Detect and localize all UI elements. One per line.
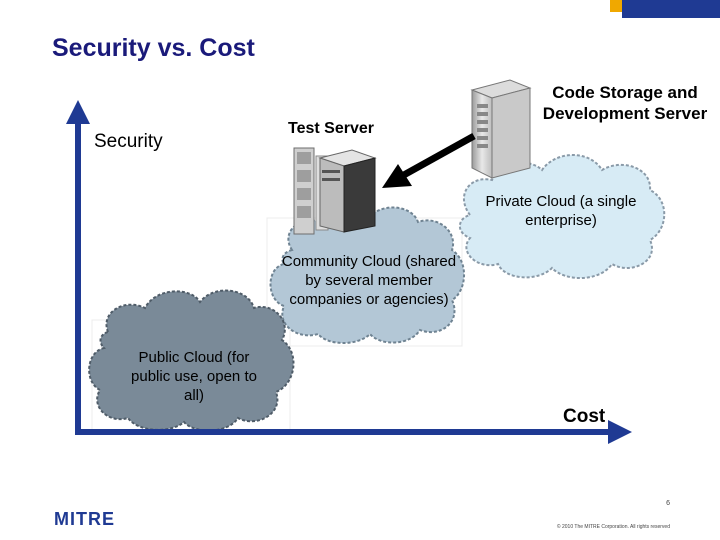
y-axis-arrowhead — [66, 100, 90, 124]
test-server-icon — [293, 147, 377, 235]
x-axis-arrowhead — [608, 420, 632, 444]
deployment-arrow — [382, 132, 476, 188]
code-storage-label: Code Storage and Development Server — [542, 83, 708, 123]
page-number: 6 — [666, 500, 670, 507]
private-cloud-label: Private Cloud (a single enterprise) — [485, 193, 637, 229]
community-cloud-label: Community Cloud (shared by several membe… — [281, 253, 457, 308]
private-cloud — [458, 154, 666, 280]
copyright-notice: © 2010 The MITRE Corporation. All rights… — [556, 524, 670, 530]
corner-accent-orange — [610, 0, 622, 12]
y-axis-label: Security — [94, 131, 163, 152]
x-axis-label: Cost — [563, 406, 606, 427]
test-server-label: Test Server — [288, 120, 374, 137]
mitre-logo: MITRE — [54, 509, 114, 529]
public-cloud-label: Public Cloud (for public use, open to al… — [131, 349, 257, 404]
public-cloud — [88, 289, 295, 432]
corner-accent-blue — [622, 0, 720, 18]
mitre-logo-text: MITRE — [54, 509, 114, 529]
slide-title: Security vs. Cost — [52, 34, 255, 62]
code-storage-server-icon — [470, 79, 532, 179]
